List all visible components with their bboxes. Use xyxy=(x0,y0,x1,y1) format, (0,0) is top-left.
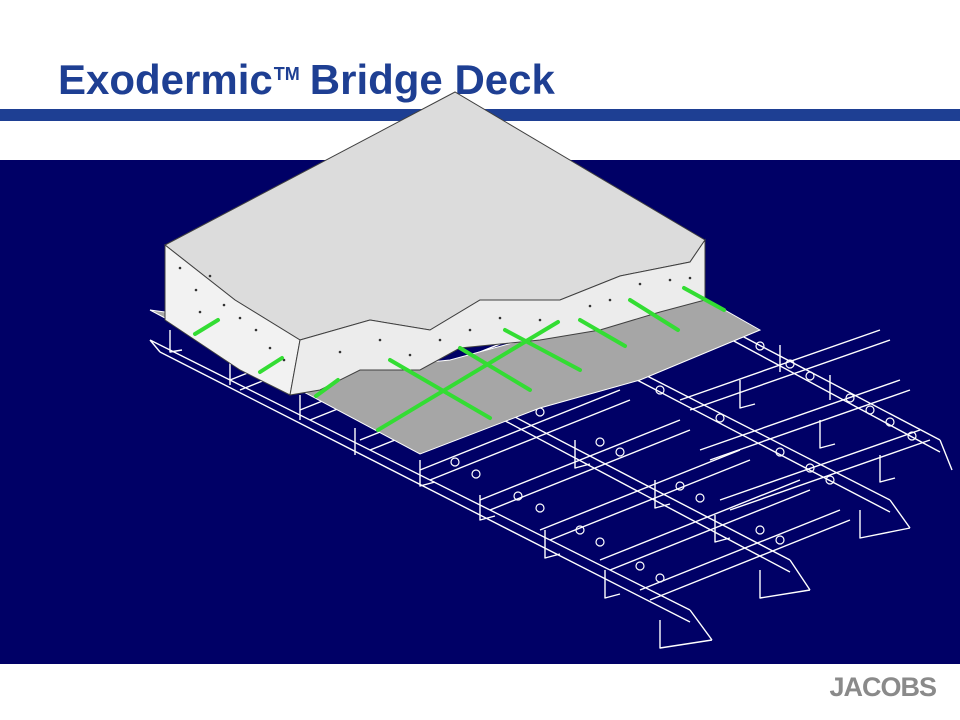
slide-title: ExodermicTM Bridge Deck xyxy=(58,46,555,108)
rebars xyxy=(193,286,726,432)
aggregate-speckle xyxy=(178,266,692,362)
concrete-slab xyxy=(164,91,706,396)
slab-cut-face xyxy=(289,238,706,396)
title-word: Exodermic xyxy=(58,56,273,103)
jacobs-logo: JACOBS xyxy=(829,672,937,702)
vertical-tees xyxy=(169,300,896,599)
title-rest: Bridge Deck xyxy=(309,56,555,103)
trademark-mark: TM xyxy=(273,64,300,84)
